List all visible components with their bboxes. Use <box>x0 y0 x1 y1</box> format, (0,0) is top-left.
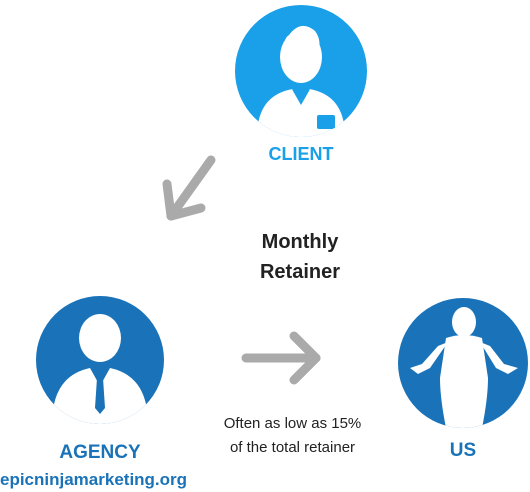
client-label: CLIENT <box>268 144 334 164</box>
fee-note-line2: of the total retainer <box>229 439 356 456</box>
agency-label: AGENCY <box>59 442 141 463</box>
site-url: epicninjamarketing.org <box>0 470 188 489</box>
us-circle <box>398 298 528 428</box>
client-person-icon <box>257 25 345 137</box>
arrow-agency-to-us <box>241 331 321 385</box>
arrow-client-to-agency <box>162 155 216 221</box>
fee-note: Often as low as 15% of the total retaine… <box>205 412 380 460</box>
retainer-label-line2: Retainer <box>259 261 341 283</box>
retainer-label-line1: Monthly <box>261 231 339 253</box>
businessman-icon <box>52 314 148 424</box>
fee-note-line1: Often as low as 15% <box>223 415 362 432</box>
shrugging-person-icon <box>410 307 518 428</box>
retainer-label: Monthly Retainer <box>230 227 370 287</box>
us-label: US <box>449 440 477 461</box>
agency-circle <box>36 296 164 424</box>
client-circle <box>235 5 367 137</box>
